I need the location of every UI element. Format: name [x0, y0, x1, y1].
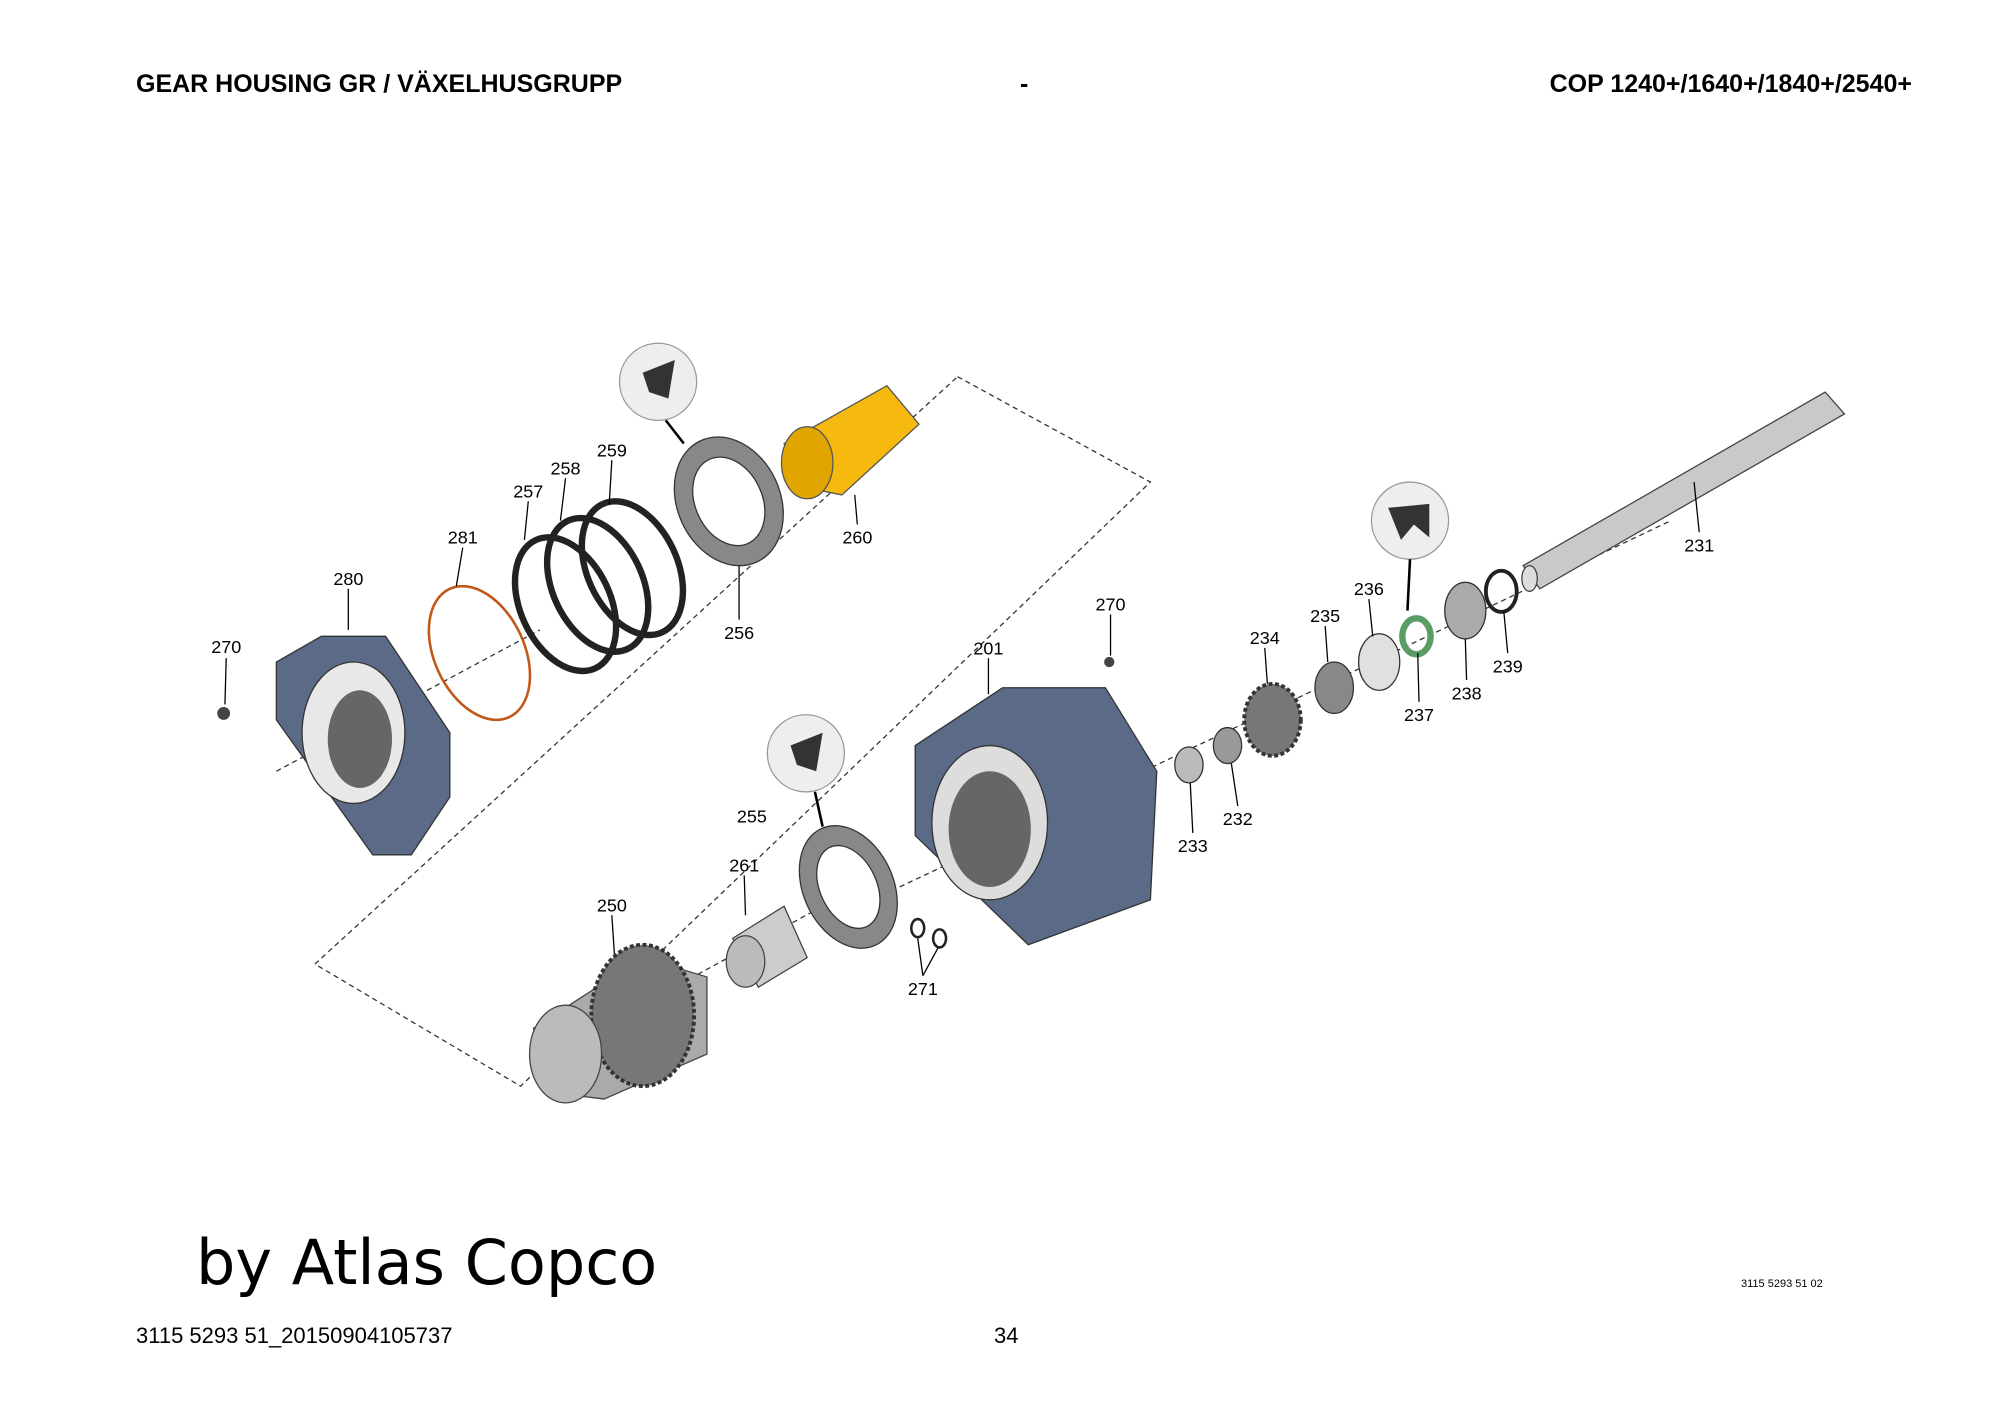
- callout-270: 270: [1096, 595, 1126, 615]
- callout-259: 259: [597, 440, 627, 460]
- section-title: GEAR HOUSING GR / VÄXELHUSGRUPP: [136, 70, 623, 98]
- callout-281: 281: [448, 528, 478, 548]
- part-271-ring: [931, 928, 948, 949]
- callout-237: 237: [1404, 705, 1434, 725]
- part-260-sleeve: [780, 384, 920, 500]
- callout-236: 236: [1354, 579, 1384, 599]
- part-201-gear-housing: [914, 687, 1158, 946]
- callout-235: 235: [1310, 606, 1340, 626]
- callout-258: 258: [551, 458, 581, 478]
- callout-250: 250: [597, 895, 627, 915]
- page-number: 34: [994, 1323, 1019, 1348]
- part-270-plug: [1104, 656, 1115, 668]
- detail-callout-bearing-section: [766, 714, 846, 827]
- callout-261: 261: [729, 856, 759, 876]
- callout-255: 255: [737, 807, 767, 827]
- callout-271: 271: [908, 979, 938, 999]
- callout-260: 260: [842, 528, 872, 548]
- part-237-seal: [1399, 615, 1434, 658]
- callout-256: 256: [724, 623, 754, 643]
- callout-233: 233: [1178, 836, 1208, 856]
- callout-238: 238: [1452, 683, 1482, 703]
- part-233-bearing: [1174, 746, 1204, 784]
- callout-201: 201: [973, 638, 1003, 658]
- detail-callout-bearing-section: [618, 342, 698, 445]
- callout-239: 239: [1493, 656, 1523, 676]
- callout-280: 280: [333, 569, 363, 589]
- model-title: COP 1240+/1640+/1840+/2540+: [1549, 70, 1912, 98]
- callout-257: 257: [513, 481, 543, 501]
- part-280-cover: [275, 635, 451, 856]
- part-256-bearing: [673, 436, 784, 567]
- callout-234: 234: [1250, 628, 1280, 648]
- part-281-ring: [427, 584, 532, 722]
- part-239-ring: [1483, 568, 1519, 614]
- part-258-ring: [543, 514, 652, 655]
- part-232-bearing: [1212, 726, 1243, 765]
- part-259-ring: [578, 498, 687, 639]
- detail-callout-seal-section: [1370, 481, 1450, 611]
- part-250-gear: [528, 942, 708, 1104]
- part-271-ring: [910, 917, 926, 939]
- part-234-gear: [1242, 681, 1303, 758]
- part-236-bushing: [1357, 633, 1401, 691]
- part-235-bearing: [1314, 661, 1355, 715]
- part-257-ring: [511, 534, 620, 675]
- document-id: 3115 5293 51_20150904105737: [136, 1323, 453, 1348]
- header-separator: -: [1020, 70, 1029, 98]
- part-231-shaft: [1521, 391, 1846, 592]
- leader-lines: [224, 460, 1700, 976]
- callout-270: 270: [211, 637, 241, 657]
- part-238-bearing: [1444, 581, 1487, 640]
- part-261-bushing: [725, 905, 809, 989]
- brand-watermark: by Atlas Copco: [196, 1226, 658, 1299]
- drawing-code: 3115 5293 51 02: [1741, 1278, 1823, 1290]
- part-255-bearing: [798, 825, 898, 949]
- callout-231: 231: [1684, 535, 1714, 555]
- callout-232: 232: [1223, 809, 1253, 829]
- part-270-plug: [217, 707, 231, 720]
